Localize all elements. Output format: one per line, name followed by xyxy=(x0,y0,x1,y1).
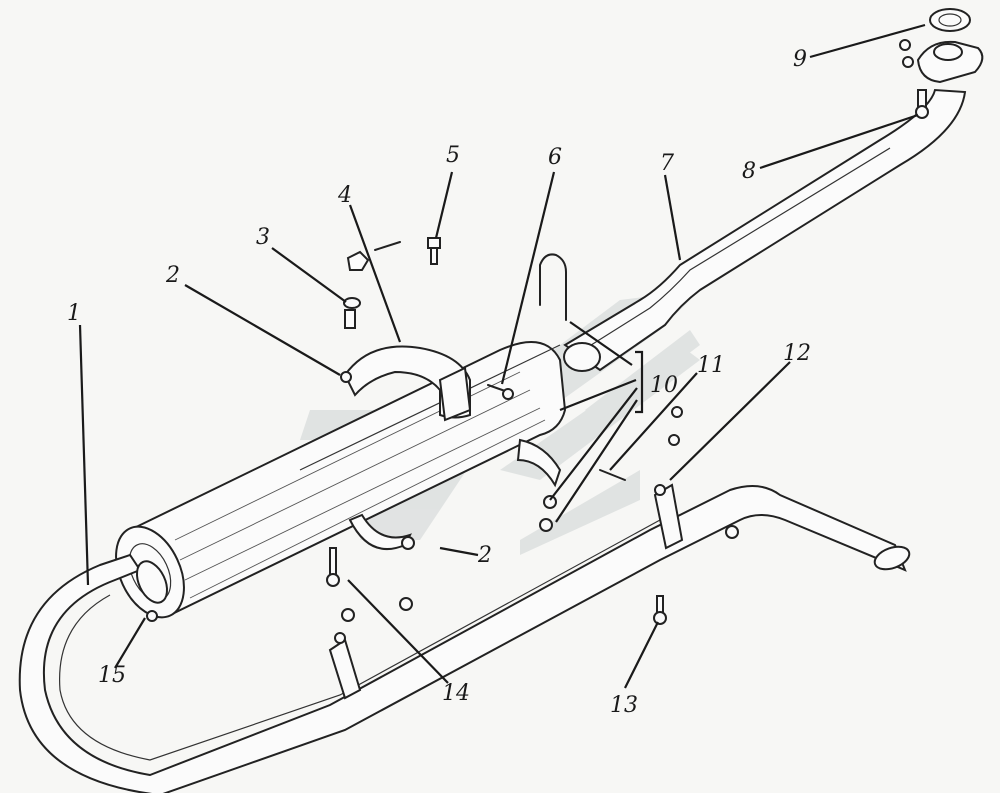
callout-2-upper: 2 xyxy=(165,263,180,288)
callout-14: 14 xyxy=(442,681,470,706)
callout-15: 15 xyxy=(98,663,126,688)
callout-6: 6 xyxy=(548,145,562,170)
callout-labels: 1 2 2 3 4 5 6 7 8 9 10 11 12 13 14 15 xyxy=(67,47,811,718)
callout-10: 10 xyxy=(650,373,678,398)
leader-lines xyxy=(78,23,926,689)
callout-2-lower: 2 xyxy=(477,543,492,568)
callout-7: 7 xyxy=(660,151,674,176)
callout-13: 13 xyxy=(610,693,638,718)
muffler-strap-lower xyxy=(348,513,415,550)
callout-12: 12 xyxy=(783,341,811,366)
muffler-clamp-upper xyxy=(340,345,472,422)
callout-9: 9 xyxy=(793,47,807,72)
front-exhaust-pipe xyxy=(563,8,984,372)
callout-11: 11 xyxy=(697,353,725,378)
fasteners-lower xyxy=(326,547,667,625)
callout-8: 8 xyxy=(742,159,756,184)
callout-1: 1 xyxy=(67,301,81,326)
u-bolt-clamp xyxy=(516,253,683,532)
callout-5: 5 xyxy=(446,143,460,168)
muffler-inlet-clamp xyxy=(135,560,169,622)
callout-4: 4 xyxy=(337,183,352,208)
tail-pipe xyxy=(18,483,911,793)
callout-3: 3 xyxy=(256,225,270,250)
fasteners-upper xyxy=(343,237,514,400)
